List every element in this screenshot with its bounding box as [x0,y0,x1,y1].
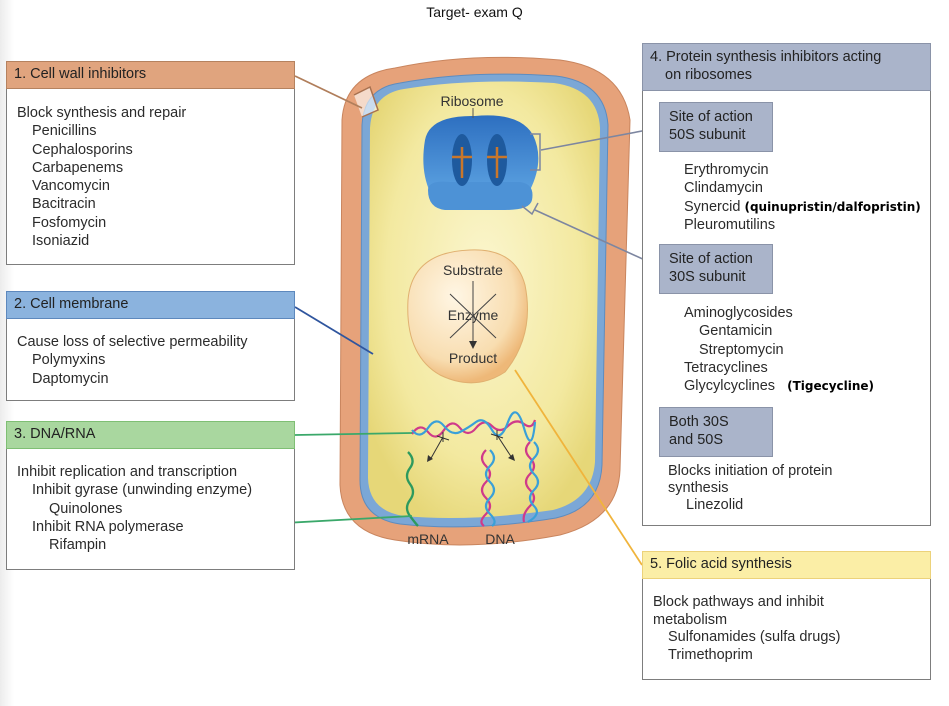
drug-item: Trimethoprim [668,646,753,663]
bracket-cell-wall [353,85,379,118]
leader-dna [294,432,413,436]
panel-line: Inhibit gyrase (unwinding enzyme) [32,482,253,499]
drug-item: Bacitracin [32,196,96,213]
drug-item: Streptomycin [699,341,784,358]
drug-item: Sulfonamides (sulfa drugs) [668,629,841,645]
panel-line: Inhibit replication and transcription [17,464,238,480]
synercid-note: (quinupristin/dalfopristin) [744,199,921,214]
drug-item: Tetracyclines [684,359,768,376]
both-subunits-label: Both 30S [669,414,729,430]
panel-line: Blocks initiation of protein [668,463,833,479]
site-30s-drugs: Aminoglycosides Gentamicin Streptomycin … [684,304,874,395]
page-title: Target- exam Q [426,4,523,20]
drug-item: Penicillins [32,123,97,140]
site-30s-sublabel: 30S subunit [669,269,746,285]
drug-item: Aminoglycosides [684,305,793,321]
bracket-30s [521,202,539,216]
site-50s-sublabel: 50S subunit [669,127,746,143]
leader-cell-membrane [294,306,374,355]
drug-item: Polymyxins [32,352,106,369]
panel-folic-acid-body: Block pathways and inhibit metabolism Su… [653,594,840,664]
inhibition-cross-icon [449,293,497,339]
leader-cell-wall [294,75,363,109]
site-50s-drugs: Erythromycin Clindamycin Synercid (quinu… [684,161,921,234]
glycylcycline-note: (Tigecycline) [787,379,875,394]
drug-item: Carbapenems [32,159,124,176]
drug-item: Isoniazid [32,233,90,250]
drug-item: Quinolones [49,500,123,517]
panel-line: Inhibit RNA polymerase [32,518,184,535]
drug-item: Daptomycin [32,370,109,387]
site-50s-box: Site of action 50S subunit [659,102,773,152]
panel-cell-membrane-title: 2. Cell membrane [14,296,129,312]
both-subunits-sublabel: and 50S [669,432,724,448]
site-30s-box: Site of action 30S subunit [659,244,773,294]
both-subunits-box: Both 30S and 50S [659,407,773,457]
drug-item: Fosfomycin [32,214,107,231]
drug-item: Clindamycin [684,180,763,197]
arrow-down-icon [469,341,477,349]
drug-item: Cephalosporins [32,141,133,158]
panel-cell-membrane-body: Cause loss of selective permeability Pol… [17,333,248,388]
panel-dna-rna-title: 3. DNA/RNA [14,426,96,442]
mrna-strand [405,451,419,527]
bracket-50s [530,133,541,171]
dna-double-helix [411,411,537,442]
drug-item: Linezolid [686,497,744,513]
drug-item: Synercid [684,198,741,215]
panel-protein-synthesis: 4. Protein synthesis inhibitors acting o… [642,43,931,526]
panel-line: synthesis [668,480,729,496]
panel-cell-wall: 1. Cell wall inhibitors Block synthesis … [6,61,295,265]
panel-folic-acid-title: 5. Folic acid synthesis [650,556,792,572]
dna-strand-right [522,441,540,523]
drug-item: Gentamicin [699,323,773,340]
leader-30s [534,209,659,267]
drug-item: Pleuromutilins [684,216,776,233]
panel-cell-wall-header: 1. Cell wall inhibitors [6,61,295,89]
substrate-label: Substrate [443,262,503,278]
inhibited-arrows-icon [429,430,513,461]
enzyme-vesicle [407,249,528,384]
panel-cell-wall-body: Block synthesis and repair Penicillins C… [17,104,186,250]
panel-protein-synthesis-title: 4. Protein synthesis inhibitors acting [650,49,882,65]
panel-folic-acid-header: 5. Folic acid synthesis [642,551,931,579]
panel-cell-membrane-header: 2. Cell membrane [6,291,295,319]
panel-dna-rna-body: Inhibit replication and transcription In… [17,463,252,554]
panel-cell-wall-title: 1. Cell wall inhibitors [14,66,147,82]
panel-folic-acid: 5. Folic acid synthesis Block pathways a… [642,551,931,680]
leader-50s [540,127,659,151]
panel-dna-rna-header: 3. DNA/RNA [6,421,295,449]
leader-folic-acid [514,369,643,566]
drug-item: Erythromycin [684,162,769,178]
drug-item: Rifampin [49,537,107,554]
panel-line: Block pathways and inhibit [653,594,824,610]
panel-protein-synthesis-title-cont: on ribosomes [665,67,753,83]
panel-cell-membrane: 2. Cell membrane Cause loss of selective… [6,291,295,401]
panel-line: Cause loss of selective permeability [17,334,248,350]
ribosome-50s-subunit [423,115,539,192]
site-30s-label: Site of action [669,251,753,267]
ribosome-label: Ribosome [440,93,503,109]
dna-label: DNA [485,531,515,547]
ribosome [423,115,539,210]
ribosome-30s-subunit [428,181,533,210]
panel-line: Block synthesis and repair [17,105,187,121]
trna-icon [452,147,507,178]
site-50s-label: Site of action [669,109,753,125]
panel-line: metabolism [653,611,728,628]
both-subunits-desc: Blocks initiation of protein synthesis L… [668,463,832,514]
mrna-label: mRNA [407,531,449,547]
panel-dna-rna: 3. DNA/RNA Inhibit replication and trans… [6,421,295,570]
drug-item: Vancomycin [32,178,110,195]
dna-strand-left [480,449,496,527]
panel-protein-synthesis-header: 4. Protein synthesis inhibitors acting o… [642,43,931,91]
drug-item: Glycylcyclines [684,378,776,395]
product-label: Product [449,350,497,366]
